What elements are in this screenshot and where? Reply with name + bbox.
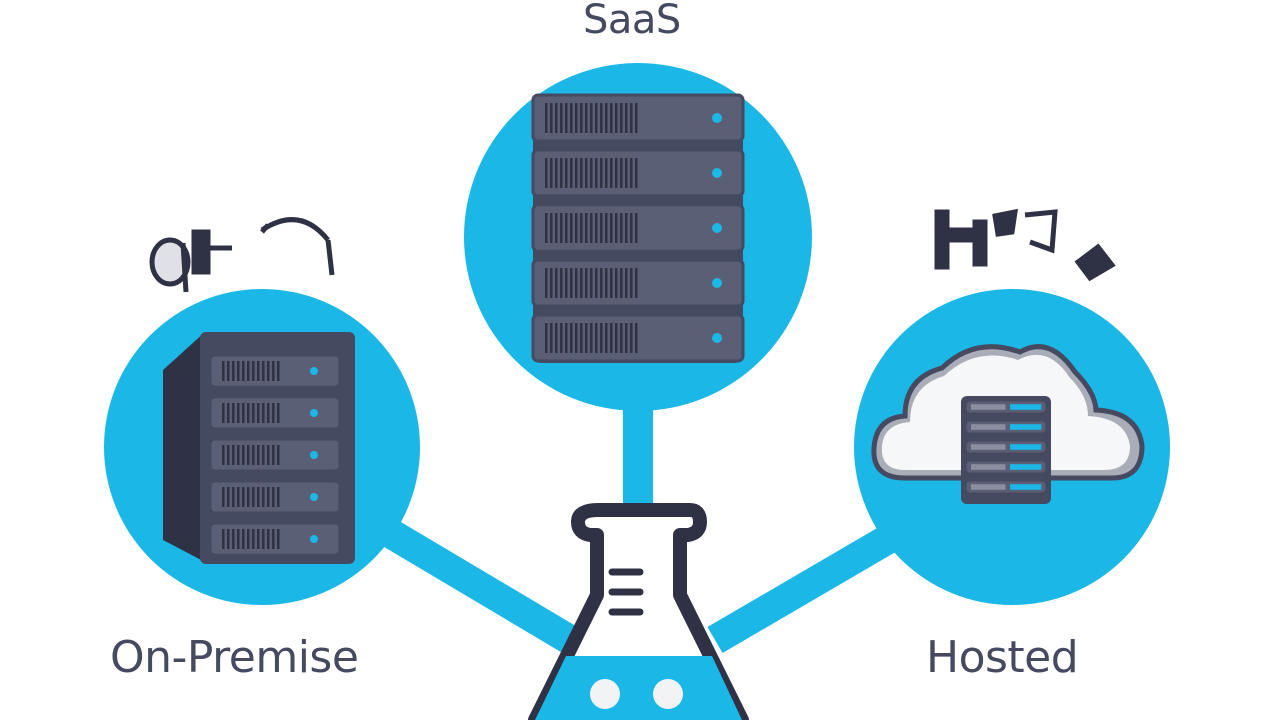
sketch-marks-right — [934, 208, 1116, 282]
vent — [222, 487, 280, 507]
status-led — [712, 278, 722, 288]
status-bar — [1010, 484, 1042, 490]
status-led — [712, 113, 722, 123]
flask-icon — [528, 503, 749, 720]
hosted-label: Hosted — [926, 632, 1079, 683]
server-unit — [963, 478, 1049, 496]
server-rack-icon — [531, 93, 745, 363]
vent — [545, 158, 638, 188]
connector-hosted — [707, 522, 903, 653]
vent — [222, 529, 280, 549]
cloud-server-icon — [871, 344, 1145, 504]
status-bar — [1010, 424, 1042, 430]
status-led — [310, 367, 318, 375]
vent — [222, 445, 280, 465]
server-cabinet-icon — [163, 332, 355, 564]
status-led — [712, 168, 722, 178]
server-unit — [963, 458, 1049, 476]
server-unit — [531, 258, 745, 308]
vent — [222, 361, 280, 381]
server-unit — [963, 418, 1049, 436]
status-bar — [1010, 464, 1042, 470]
server-unit — [963, 438, 1049, 456]
vent — [971, 424, 1006, 430]
server-unit — [963, 398, 1049, 416]
server-unit — [531, 203, 745, 253]
server-unit — [531, 313, 745, 363]
status-led — [310, 409, 318, 417]
status-led — [712, 223, 722, 233]
on-premise-label: On-Premise — [110, 632, 359, 683]
connector-on-premise — [377, 517, 578, 653]
vent — [222, 403, 280, 423]
server-unit — [531, 148, 745, 198]
status-bar — [1010, 404, 1042, 410]
sketch-marks-left — [149, 217, 335, 293]
status-bar — [1010, 444, 1042, 450]
vent — [545, 268, 638, 298]
status-led — [310, 535, 318, 543]
status-led — [310, 451, 318, 459]
vent — [971, 444, 1006, 450]
status-led — [712, 333, 722, 343]
vent — [971, 484, 1006, 490]
status-led — [310, 493, 318, 501]
server-unit — [531, 93, 745, 143]
saas-label: SaaS — [583, 0, 681, 43]
vent — [971, 464, 1006, 470]
vent — [971, 404, 1006, 410]
vent — [545, 323, 638, 353]
vent — [545, 103, 638, 133]
vent — [545, 213, 638, 243]
